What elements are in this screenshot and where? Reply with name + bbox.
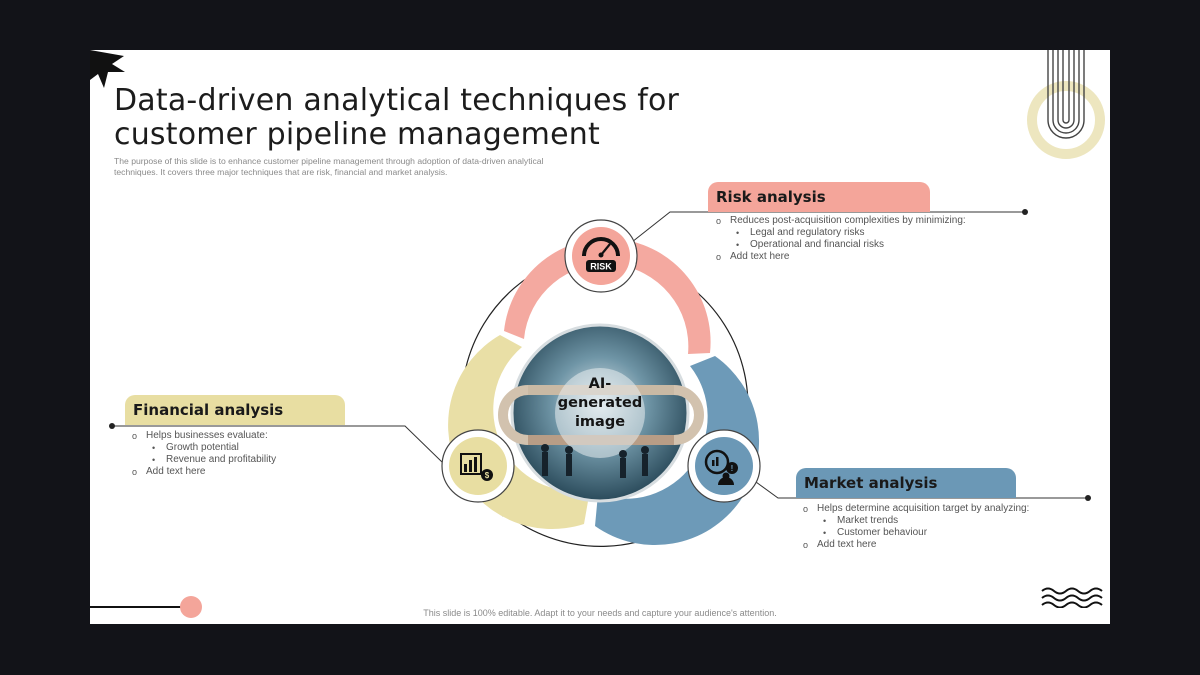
market-bullet-item: o Helps determine acquisition target by a… [803,503,1029,515]
bullet-marker: • [152,455,156,465]
market-analysis-label: Market analysis [796,468,1016,498]
center-image-caption: AI-generated image [557,376,643,430]
financial-bullet-list: o Helps businesses evaluate: • Growth poten… [132,430,276,478]
risk-bullet-item: • Operational and financial risks [716,239,966,251]
risk-bullet-item: • Legal and regulatory risks [716,227,966,239]
analysis-warning-person-icon: ! [704,449,738,485]
bullet-marker: o [132,431,138,441]
bullet-text: Add text here [730,251,790,262]
financial-bullet-item: o Helps businesses evaluate: [132,430,276,442]
page-title: Data-driven analytical techniques for cu… [114,83,680,152]
market-bullet-item: o Add text here [803,539,1029,551]
financial-bullet-item: • Revenue and profitability [132,454,276,466]
market-bullet-item: • Customer behaviour [803,527,1029,539]
risk-analysis-title: Risk analysis [716,188,826,206]
segment-risk [504,238,711,354]
bullet-marker: o [716,216,722,226]
page-subtitle: The purpose of this slide is to enhance … [114,156,544,177]
bottom-left-line-decoration [90,596,202,618]
financial-node [441,429,515,503]
bullet-text: Operational and financial risks [750,239,884,250]
bullet-text: Reduces post-acquisition complexities by… [730,215,966,226]
bullet-marker: • [823,528,827,538]
bullet-text: Market trends [837,515,899,526]
connector-market [755,481,1088,499]
financial-bullet-item: o Add text here [132,466,276,478]
market-bullet-item: • Market trends [803,515,1029,527]
slide: Data-driven analytical techniques for cu… [90,50,1110,624]
risk-bullet-item: o Reduces post-acquisition complexities b… [716,215,966,227]
connector-risk [631,211,1025,243]
bullet-text: Add text here [146,466,206,477]
risk-bullet-item: o Add text here [716,251,966,263]
star-burst-decoration [90,50,125,88]
wave-decoration [1041,587,1103,608]
cycle-diagram: RISK $ ! [109,209,1091,547]
footer-note: This slide is 100% editable. Adapt it to… [423,608,777,618]
risk-bullet-list: o Reduces post-acquisition complexities b… [716,215,966,263]
financial-analysis-title: Financial analysis [133,401,284,419]
bullet-marker: • [152,443,156,453]
market-analysis-title: Market analysis [804,474,938,492]
bullet-text: Growth potential [166,442,239,453]
bullet-text: Customer behaviour [837,527,928,538]
bullet-marker: • [823,516,827,526]
bullet-text: Helps determine acquisition target by an… [817,503,1030,514]
bullet-text: Helps businesses evaluate: [146,430,268,441]
financial-bullet-item: • Growth potential [132,442,276,454]
svg-text:$: $ [485,471,490,480]
bullet-marker: • [736,240,740,250]
svg-text:!: ! [731,464,734,473]
bullet-marker: o [132,467,138,477]
arch-decoration [1027,50,1105,159]
speedometer-risk-icon [582,237,620,272]
bullet-marker: o [716,252,722,262]
market-bullet-list: o Helps determine acquisition target by a… [803,503,1029,551]
risk-icon-text: RISK [590,262,612,272]
bullet-text: Legal and regulatory risks [750,227,865,238]
risk-analysis-label: Risk analysis [708,182,930,212]
market-node [687,429,761,503]
bullet-text: Revenue and profitability [166,454,277,465]
bullet-marker: • [736,228,740,238]
bullet-text: Add text here [817,539,877,550]
bullet-marker: o [803,504,809,514]
connector-financial [112,425,443,463]
bullet-marker: o [803,540,809,550]
chart-coins-icon: $ [460,453,493,481]
financial-analysis-label: Financial analysis [125,395,345,425]
